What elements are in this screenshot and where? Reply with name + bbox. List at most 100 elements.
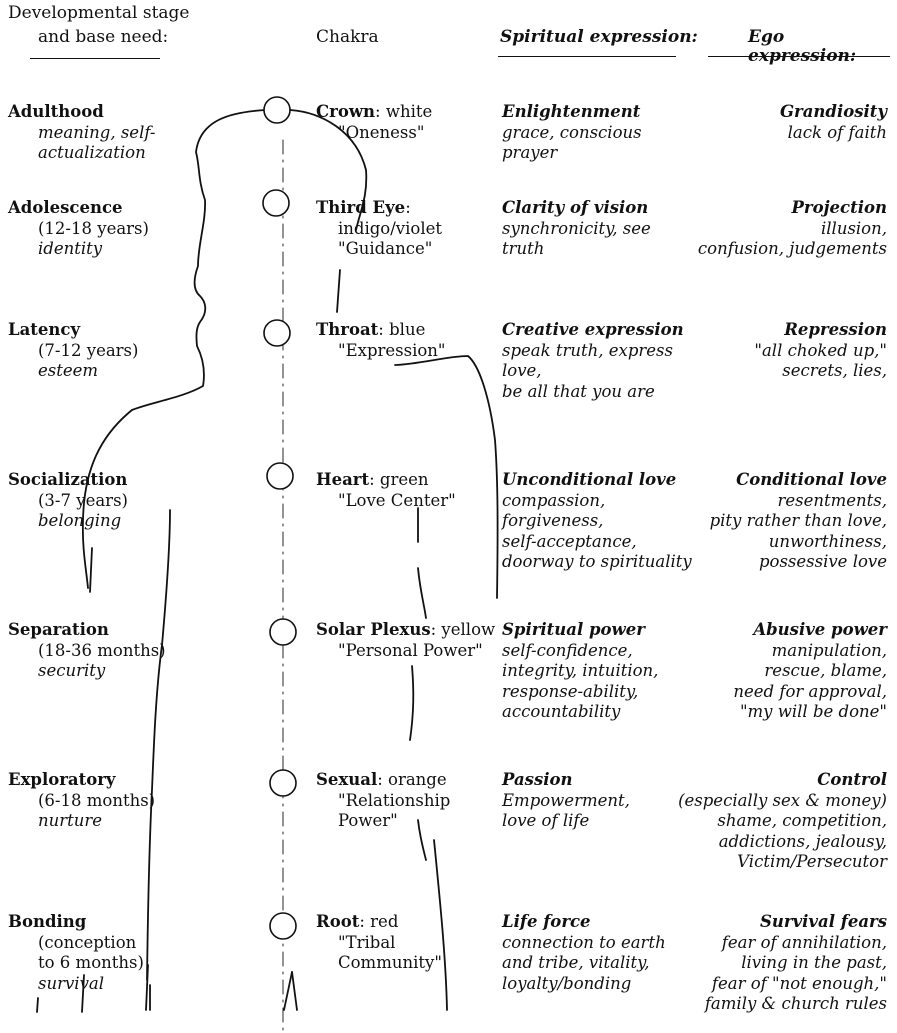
left-thigh-mark [36,997,39,1013]
chakra-title: Crown: white [316,102,498,123]
left-leg-line [145,964,149,1011]
ego-line: lack of faith [787,122,887,142]
stage-header-line1: Developmental stage [8,3,190,23]
stage-name: Bonding [8,912,87,931]
spiritual-line: accountability [502,702,621,721]
spiritual-line: response-ability, [502,681,639,701]
ego-line: unworthiness, [768,531,887,551]
chakra-name: Third Eye [316,198,406,217]
chakra-theme: "Tribal [338,932,396,952]
spiritual-title: Unconditional love [502,470,677,489]
socialization-arm [89,547,93,593]
spiritual-title: Spiritual power [502,620,645,639]
root-circle [269,912,297,940]
stage-age: (18-36 months) [38,640,166,660]
spiritual-line: synchronicity, see truth [502,218,651,259]
sexual-circle [269,769,297,797]
ego-line: Victim/Persecutor [737,852,887,871]
spiritual-title: Life force [502,912,591,931]
spiritual-header-underline [498,56,676,57]
chakra-cell: Third Eye:indigo/violet"Guidance" [316,198,498,260]
stage-name: Adulthood [8,102,104,121]
stage-cell: Adolescence(12-18 years)identity [8,198,198,260]
spiritual-header: Spiritual expression: [500,27,698,47]
chakra-theme: "Relationship [338,790,451,810]
back-of-head [289,109,368,231]
chakra-name: Root [316,912,360,931]
spiritual-line: speak truth, express love, [502,340,673,381]
ego-line: possessive love [758,552,887,571]
torso-line-2 [417,567,427,619]
ego-line: shame, competition, [717,811,887,830]
chakra-header: Chakra [316,27,379,47]
stage-header-underline [30,58,160,59]
spiritual-title: Passion [502,770,573,789]
chakra-color: : white [375,102,433,121]
chakra-name: Solar Plexus [316,620,431,639]
spiritual-line: self-confidence, [502,640,633,660]
left-arm [146,509,171,981]
stage-age: (12-18 years) [38,218,149,238]
stage-name: Separation [8,620,109,639]
chakra-theme: "Oneness" [338,122,425,142]
chakra-title: Third Eye: [316,198,498,219]
chakra-theme: "Love Center" [338,490,456,510]
spiritual-title: Enlightenment [502,102,641,121]
ego-line: need for approval, [733,681,887,701]
stage-cell: Exploratory(6-18 months)nurture [8,770,198,832]
chakra-name: Sexual [316,770,378,789]
chakra-theme: "Personal Power" [338,640,483,660]
chakra-color: : green [369,470,429,489]
chakra-title: Solar Plexus: yellow [316,620,498,641]
stage-need: belonging [38,511,122,530]
ego-line: rescue, blame, [764,661,887,680]
ego-title: Control [817,770,887,789]
ego-cell: Repression"all choked up,"secrets, lies, [587,320,887,382]
stage-header-line2: and base need: [38,27,169,47]
chakra-theme: Power" [338,811,398,830]
spiritual-line: be all that you are [502,381,655,401]
chakra-color: : yellow [430,620,496,639]
ego-title: Survival fears [759,912,887,931]
ego-line: (especially sex & money) [678,790,887,810]
stage-need: identity [38,239,103,258]
ego-line: pity rather than love, [709,511,887,530]
spiritual-line: doorway to spirituality [502,552,692,571]
ego-line: addictions, jealousy, [718,831,887,851]
chakra-cell: Heart: green"Love Center" [316,470,498,511]
right-leg [433,839,448,1011]
stage-name: Adolescence [8,198,123,217]
chakra-theme: indigo/violet [338,218,443,238]
spiritual-line: Empowerment, [502,790,630,810]
chakra-color: : red [359,912,399,931]
chakra-theme: "Guidance" [338,239,433,258]
groin-left [283,971,293,1011]
chakra-title: Root: red [316,912,498,933]
stage-age: (3-7 years) [38,490,128,510]
spiritual-line: self-acceptance, [502,531,637,551]
ego-line: living in the past, [741,953,887,972]
stage-name: Exploratory [8,770,116,789]
crown-circle [263,96,291,124]
stage-header: Developmental stage and base need: [8,4,189,47]
stage-need: actualization [38,143,146,162]
stage-age: (6-18 months) [38,790,156,810]
ego-line: "my will be done" [739,702,887,721]
spiritual-line: connection to earth [502,932,666,952]
chakra-cell: Crown: white"Oneness" [316,102,498,143]
third-eye-circle [262,189,290,217]
chakra-cell: Throat: blue"Expression" [316,320,498,361]
heart-circle [266,462,294,490]
ego-title: Projection [791,198,887,217]
left-hip-mark [81,974,85,1013]
ego-title: Conditional love [736,470,887,489]
ego-title: Repression [784,320,887,339]
